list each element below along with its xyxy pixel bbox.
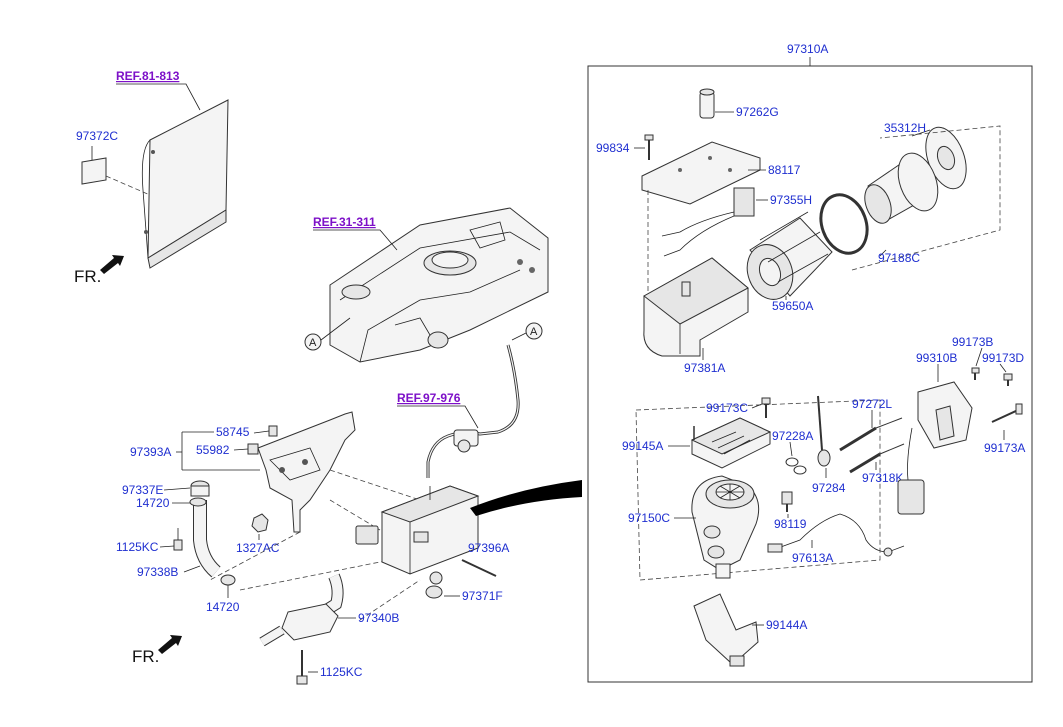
screw-99173D-illustration <box>1003 373 1013 386</box>
part-label-1327AC[interactable]: 1327AC <box>236 541 280 555</box>
part-label-35312H[interactable]: 35312H <box>884 121 926 135</box>
fuel-pump-illustration <box>453 429 479 453</box>
part-label-88117[interactable]: 88117 <box>768 163 801 177</box>
part-label-97188C[interactable]: 97188C <box>878 251 920 265</box>
control-unit-99145A-illustration <box>690 417 772 469</box>
part-label-97272L[interactable]: 97272L <box>852 397 892 411</box>
bolt-1125KC-bottom-illustration <box>296 650 308 685</box>
mounting-bracket-illustration <box>257 411 356 533</box>
part-label-97228A[interactable]: 97228A <box>772 429 813 443</box>
cable-97613A-illustration <box>767 513 905 557</box>
label-plate-illustration <box>81 157 107 185</box>
muffler-illustration <box>259 573 344 647</box>
harness-97355H-illustration <box>661 187 755 257</box>
seal-ring-97188C-illustration <box>819 193 869 255</box>
screw-99834-illustration <box>644 134 654 160</box>
flame-sensor-97318K-illustration <box>849 443 905 474</box>
burner-tube-35312H-illustration <box>864 126 967 224</box>
part-label-97381A[interactable]: 97381A <box>684 361 725 375</box>
front-direction-label-bottom: FR. <box>132 647 159 666</box>
cover-99310B-illustration <box>897 381 973 515</box>
part-label-1125KC-bottom[interactable]: 1125KC <box>320 665 363 679</box>
part-label-97340B[interactable]: 97340B <box>358 611 399 625</box>
front-arrow-icon <box>100 255 124 274</box>
part-label-99834[interactable]: 99834 <box>596 141 630 155</box>
exhaust-hose-illustration <box>190 480 221 578</box>
part-label-14720-top[interactable]: 14720 <box>136 496 170 510</box>
bolt-1125KC-left-illustration <box>173 528 183 551</box>
screw-99173C-illustration <box>761 397 771 418</box>
circle-mark-a-left-label: A <box>309 337 317 349</box>
sensor-97284-illustration <box>817 395 831 467</box>
clamp-14720-bottom-illustration <box>220 574 236 586</box>
ref-link-97-976[interactable]: REF.97-976 <box>397 391 461 405</box>
part-label-97318K[interactable]: 97318K <box>862 471 903 485</box>
housing-97381A-illustration <box>643 257 749 357</box>
screw-99173A-illustration <box>991 403 1023 423</box>
nut-1327AC-illustration <box>251 513 269 533</box>
fuel-tank-illustration <box>329 207 549 363</box>
part-label-97262G[interactable]: 97262G <box>736 105 779 119</box>
part-label-99173B[interactable]: 99173B <box>952 335 993 349</box>
part-label-99145A[interactable]: 99145A <box>622 439 663 453</box>
ref-link-81-813[interactable]: REF.81-813 <box>116 69 180 83</box>
part-label-1125KC-left[interactable]: 1125KC <box>116 540 159 554</box>
clip-58745-illustration <box>268 425 278 437</box>
part-label-98119[interactable]: 98119 <box>774 517 807 531</box>
zoom-arrow-icon <box>470 480 582 516</box>
nut-55982-illustration <box>247 443 259 455</box>
part-label-97393A[interactable]: 97393A <box>130 445 171 459</box>
part-label-97337E[interactable]: 97337E <box>122 483 163 497</box>
glow-plug-97272L-illustration <box>839 417 903 452</box>
heater-unit-illustration <box>355 485 480 585</box>
part-label-59650A[interactable]: 59650A <box>772 299 813 313</box>
part-label-99173D[interactable]: 99173D <box>982 351 1024 365</box>
part-label-97355H[interactable]: 97355H <box>770 193 812 207</box>
part-label-55982[interactable]: 55982 <box>196 443 230 457</box>
circle-mark-a-right-label: A <box>530 326 538 338</box>
part-label-99144A[interactable]: 99144A <box>766 618 807 632</box>
protector-panel-illustration <box>141 99 229 269</box>
circle-mark-a-left <box>304 333 322 351</box>
blower-97150C-illustration <box>691 475 760 579</box>
fuel-line-illustration <box>426 344 520 478</box>
front-arrow-icon-bottom <box>158 635 182 654</box>
part-label-97372C[interactable]: 97372C <box>76 129 118 143</box>
part-label-14720-bottom[interactable]: 14720 <box>206 600 240 614</box>
sensor-98119-illustration <box>781 491 793 512</box>
part-label-99310B[interactable]: 99310B <box>916 351 957 365</box>
part-label-97338B[interactable]: 97338B <box>137 565 178 579</box>
clamp-97371F-illustration <box>425 585 443 599</box>
part-label-97613A[interactable]: 97613A <box>792 551 833 565</box>
circle-mark-a-right <box>525 322 543 340</box>
part-label-58745[interactable]: 58745 <box>216 425 250 439</box>
part-label-97284[interactable]: 97284 <box>812 481 846 495</box>
part-label-99173A[interactable]: 99173A <box>984 441 1025 455</box>
part-label-99173C[interactable]: 99173C <box>706 401 748 415</box>
o-rings-97228A-illustration <box>785 457 807 475</box>
clamp-14720-top-illustration <box>189 497 207 507</box>
part-label-97150C[interactable]: 97150C <box>628 511 670 525</box>
nozzle-97262G-illustration <box>699 88 715 119</box>
heat-exchanger-59650A-illustration <box>746 211 833 300</box>
bracket-99144A-illustration <box>693 593 759 667</box>
part-label-97310A[interactable]: 97310A <box>787 42 828 56</box>
part-label-97396A[interactable]: 97396A <box>468 541 509 555</box>
ref-link-31-311[interactable]: REF.31-311 <box>313 215 376 229</box>
part-label-97371F[interactable]: 97371F <box>462 589 503 603</box>
screw-97396A-illustration <box>461 559 497 577</box>
screw-99173B-illustration <box>971 367 980 380</box>
front-direction-label: FR. <box>74 267 101 286</box>
